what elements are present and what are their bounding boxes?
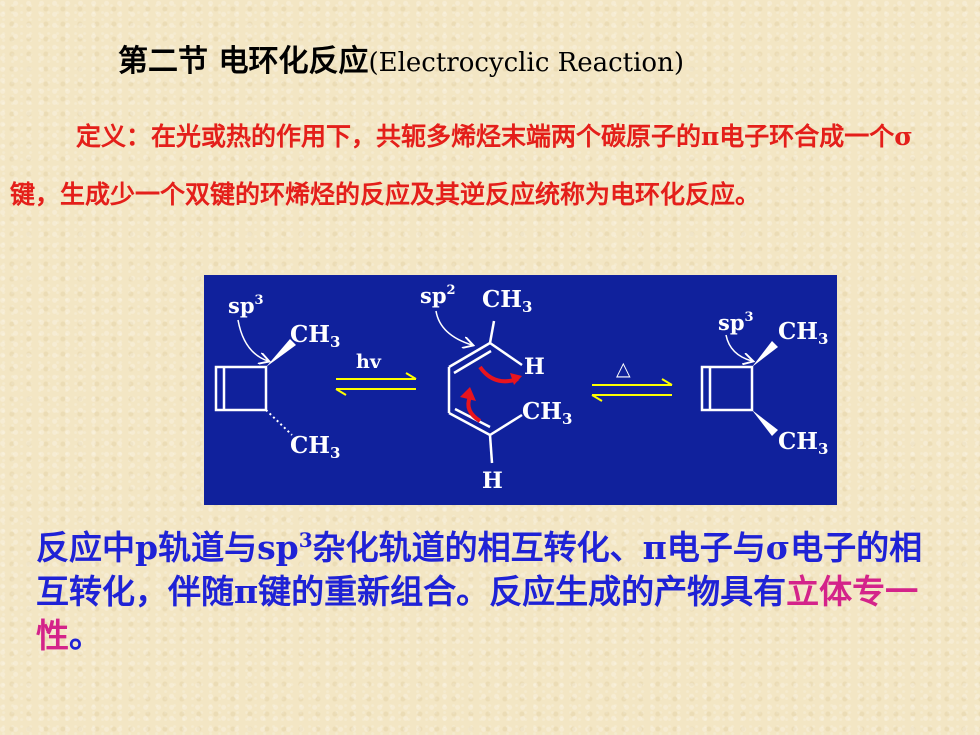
middle-hexatriene: sp2 CH3 H CH3 H bbox=[420, 283, 572, 494]
left-top-ch3: CH3 bbox=[290, 321, 340, 351]
right-top-ch3: CH3 bbox=[778, 318, 828, 348]
slide-title: 第二节 电环化反应(Electrocyclic Reaction) bbox=[118, 36, 684, 80]
summary-part1: 反应中p轨道与sp bbox=[36, 528, 299, 567]
right-bottom-ch3: CH3 bbox=[778, 428, 828, 458]
heat-label: △ bbox=[616, 358, 631, 380]
left-dash-bond bbox=[265, 409, 293, 436]
right-wedge-top bbox=[752, 341, 778, 367]
hv-label: hv bbox=[356, 351, 382, 373]
left-sp3-pointer bbox=[237, 319, 268, 361]
right-wedge-bottom bbox=[752, 410, 778, 436]
left-ring bbox=[214, 365, 268, 412]
left-bottom-ch3: CH3 bbox=[290, 432, 340, 462]
middle-sp2-label: sp2 bbox=[420, 283, 456, 308]
photo-equilibrium: hv bbox=[335, 351, 417, 396]
summary-part2: 杂化轨道的相互转化、π电子与σ电子的相互转化，伴随π键的重新组合。反应生成的产物… bbox=[36, 528, 923, 611]
middle-h-bottom: H bbox=[482, 468, 503, 494]
middle-sp2-pointer bbox=[435, 310, 472, 345]
definition-text: 定义：在光或热的作用下，共轭多烯烃末端两个碳原子的π电子环合成一个σ键，生成少一… bbox=[10, 122, 913, 209]
middle-top-ch3: CH3 bbox=[482, 286, 532, 316]
middle-mid-ch3: CH3 bbox=[522, 398, 572, 428]
title-zh: 第二节 电环化反应 bbox=[118, 44, 369, 79]
middle-h-right: H bbox=[524, 354, 545, 380]
reaction-scheme: sp3 CH3 CH3 hv sp2 CH3 H bbox=[204, 275, 837, 505]
left-sp3-label: sp3 bbox=[228, 293, 264, 318]
right-ring bbox=[700, 365, 754, 412]
reaction-scheme-svg: sp3 CH3 CH3 hv sp2 CH3 H bbox=[214, 283, 828, 494]
right-sp3-label: sp3 bbox=[718, 310, 754, 335]
summary-highlight: 立体专一性 bbox=[36, 572, 919, 655]
summary-sup: 3 bbox=[298, 528, 313, 552]
summary-part3: 。 bbox=[69, 616, 102, 655]
right-sp3-pointer bbox=[725, 334, 752, 361]
heat-equilibrium: △ bbox=[591, 358, 673, 402]
title-en: (Electrocyclic Reaction) bbox=[368, 48, 684, 78]
left-cyclobutene: sp3 CH3 CH3 bbox=[214, 293, 340, 462]
right-cyclobutene: sp3 CH3 CH3 bbox=[700, 310, 828, 458]
summary-text: 反应中p轨道与sp3杂化轨道的相互转化、π电子与σ电子的相互转化，伴随π键的重新… bbox=[36, 518, 946, 658]
left-wedge-bond bbox=[266, 339, 296, 367]
